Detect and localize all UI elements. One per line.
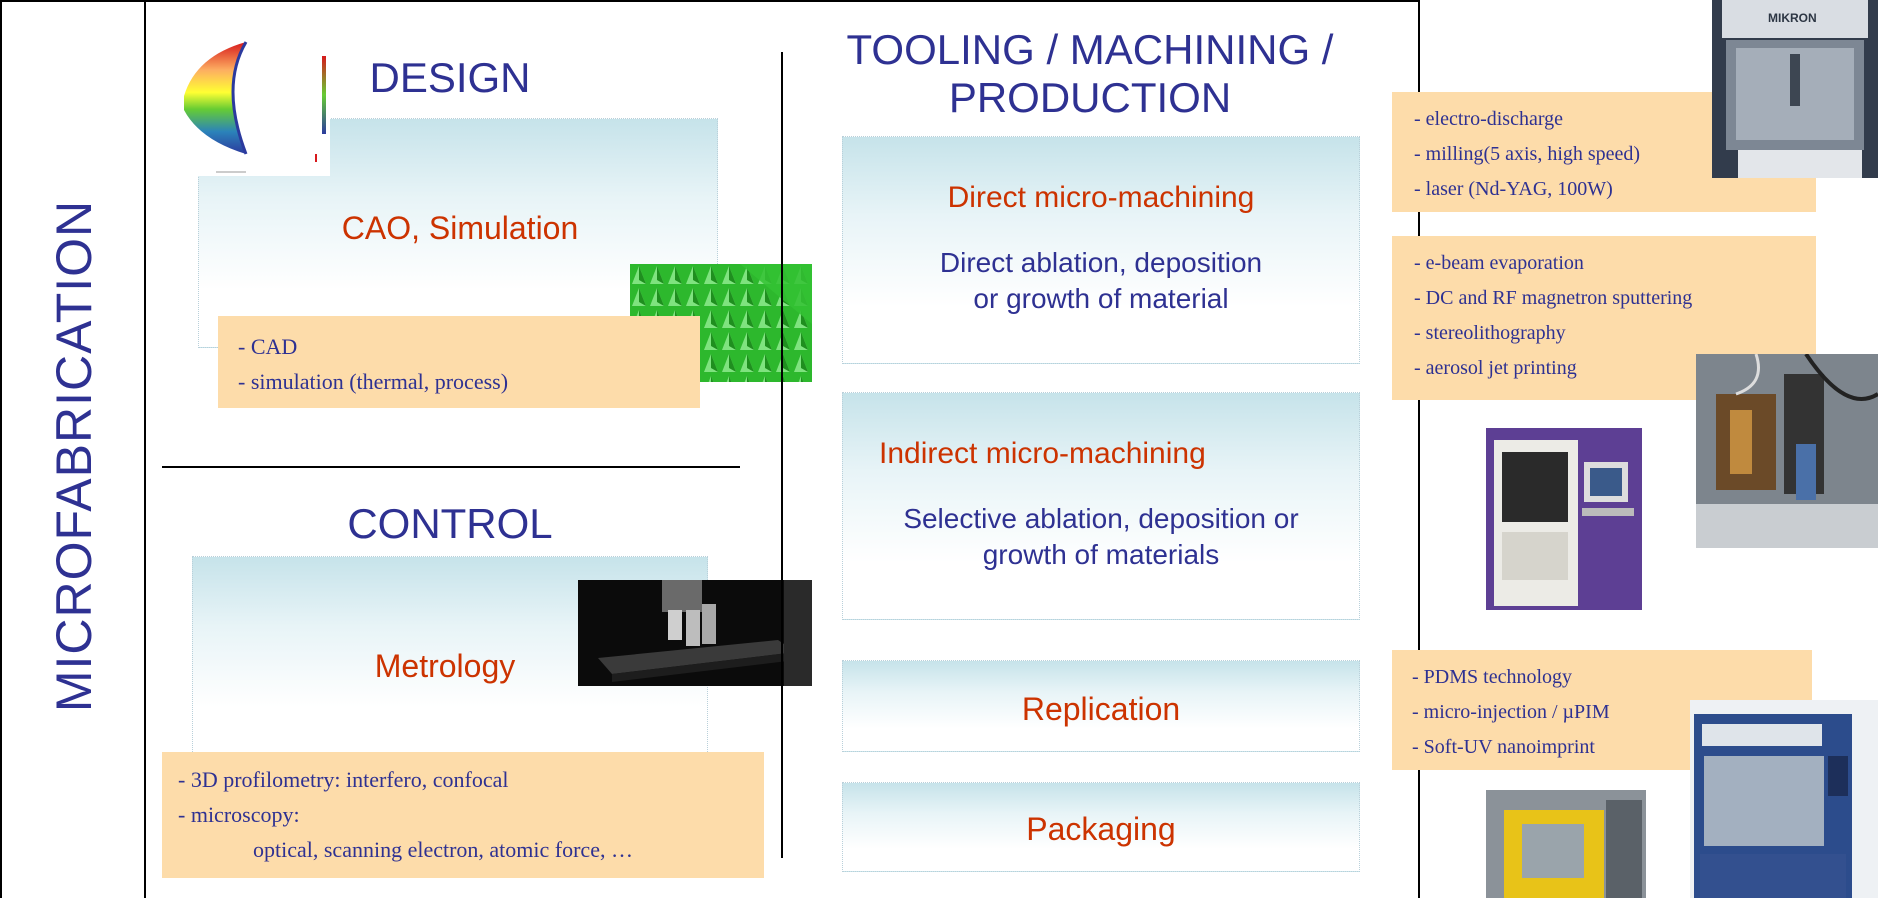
design-list-item: - CAD — [238, 334, 298, 359]
milling-machine-image: MIKRON — [1712, 0, 1878, 178]
vertical-title: MICROFABRICATION — [46, 199, 102, 713]
direct-machining-box: Direct micro-machining Direct ablation, … — [842, 136, 1360, 364]
direct-technique-item: - electro-discharge — [1414, 108, 1563, 130]
design-list-item: - simulation (thermal, process) — [238, 369, 509, 394]
center-divider — [781, 52, 783, 858]
indirect-machining-box: Indirect micro-machining Selective ablat… — [842, 392, 1360, 620]
indirect-machining-title: Indirect micro-machining — [879, 437, 1206, 470]
micro-injection-machine-image — [1486, 790, 1646, 898]
microscope-image — [578, 580, 812, 686]
design-control-separator — [162, 466, 740, 468]
indirect-machining-desc-line1: Selective ablation, deposition or — [903, 503, 1299, 534]
direct-technique-item: - laser (Nd-YAG, 100W) — [1414, 178, 1613, 200]
indirect-technique-item: - aerosol jet printing — [1414, 357, 1577, 379]
replication-technique-item: - micro-injection / µPIM — [1412, 701, 1610, 723]
tooling-heading-line2: PRODUCTION — [948, 74, 1232, 122]
replication-technique-item: - PDMS technology — [1412, 666, 1572, 688]
nanoimprint-machine-image — [1690, 700, 1878, 898]
indirect-machining-desc-line2: growth of materials — [982, 539, 1220, 570]
stereolithography-machine-image — [1486, 428, 1642, 610]
indirect-technique-item: - stereolithography — [1414, 322, 1566, 344]
direct-machining-desc-line1: Direct ablation, deposition — [939, 247, 1263, 278]
aerosol-printer-image — [1696, 354, 1878, 548]
direct-technique-item: - milling(5 axis, high speed) — [1414, 143, 1641, 165]
machine-label: MIKRON — [1768, 11, 1817, 25]
indirect-technique-item: - DC and RF magnetron sputtering — [1414, 287, 1693, 309]
packaging-title: Packaging — [1026, 811, 1176, 847]
tooling-heading-line1: TOOLING / MACHINING / — [846, 26, 1334, 73]
replication-box: Replication — [842, 660, 1360, 752]
control-list-item: - microscopy: — [178, 802, 300, 827]
direct-machining-title: Direct micro-machining — [947, 181, 1255, 214]
packaging-box: Packaging — [842, 782, 1360, 872]
control-list: - 3D profilometry: interfero, confocal -… — [162, 752, 764, 878]
design-list: - CAD - simulation (thermal, process) — [218, 316, 700, 408]
direct-machining-desc-line2: or growth of material — [973, 283, 1229, 314]
indirect-technique-item: - e-beam evaporation — [1414, 252, 1584, 274]
control-list-item: optical, scanning electron, atomic force… — [253, 837, 633, 862]
design-box-title: CAO, Simulation — [341, 210, 579, 246]
replication-technique-item: - Soft-UV nanoimprint — [1412, 736, 1595, 758]
main-frame — [0, 0, 1420, 898]
design-heading: DESIGN — [369, 54, 531, 101]
tooling-heading: TOOLING / MACHINING / PRODUCTION — [790, 26, 1390, 123]
control-list-item: - 3D profilometry: interfero, confocal — [178, 767, 509, 792]
control-heading: CONTROL — [347, 500, 553, 547]
replication-title: Replication — [1021, 691, 1181, 727]
side-divider — [144, 0, 146, 898]
simulation-plot-image — [176, 36, 330, 176]
control-box-title: Metrology — [374, 648, 516, 684]
